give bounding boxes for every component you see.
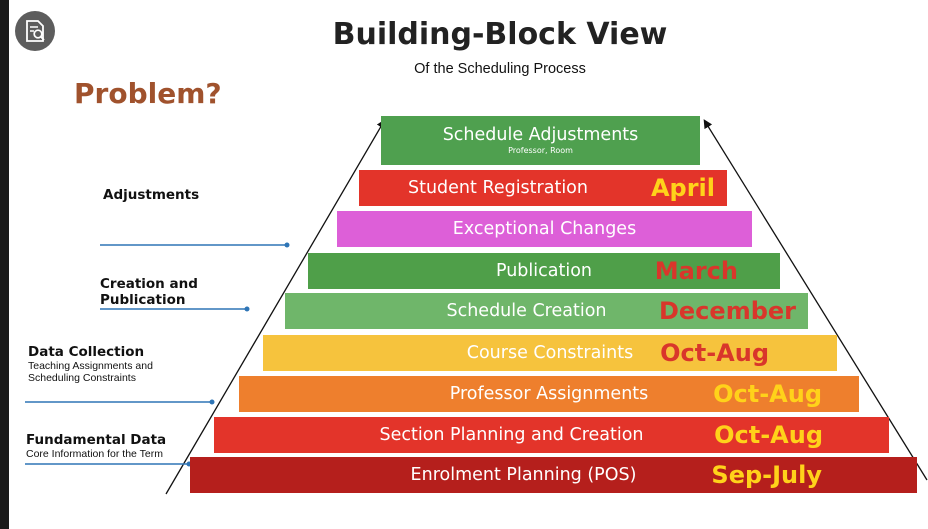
block-label: Enrolment Planning (POS) bbox=[410, 464, 637, 485]
block-date: Sep-July bbox=[711, 461, 822, 489]
label-data-collection: Data Collection bbox=[28, 344, 145, 360]
pyramid-right-edge bbox=[703, 119, 928, 481]
block-label: Professor Assignments bbox=[449, 383, 649, 404]
diagram-title: Building-Block View bbox=[332, 17, 668, 52]
block-student-registration: Student Registration April bbox=[359, 170, 727, 206]
label-data-collection-sub1: Teaching Assignments and bbox=[28, 360, 153, 372]
divider-dot-adjustments bbox=[284, 242, 290, 248]
block-enrolment-planning: Enrolment Planning (POS) Sep-July bbox=[190, 457, 917, 493]
label-creation-line1: Creation and bbox=[100, 276, 198, 292]
block-section-planning: Section Planning and Creation Oct-Aug bbox=[214, 417, 889, 453]
block-date: April bbox=[650, 174, 715, 202]
block-date: Oct-Aug bbox=[714, 421, 823, 449]
block-date: Oct-Aug bbox=[713, 380, 822, 408]
label-fundamental-sub: Core Information for the Term bbox=[26, 448, 163, 460]
block-schedule-adjustments: Schedule Adjustments Professor, Room bbox=[381, 116, 700, 165]
quick-view-button[interactable] bbox=[15, 11, 55, 51]
label-adjustments: Adjustments bbox=[103, 187, 200, 203]
problem-label: Problem? bbox=[74, 77, 222, 110]
block-date: December bbox=[658, 297, 796, 325]
label-creation-line2: Publication bbox=[100, 292, 186, 308]
block-professor-assignments: Professor Assignments Oct-Aug bbox=[239, 376, 859, 412]
divider-dot-data-collection bbox=[209, 399, 215, 405]
block-date: March bbox=[654, 257, 738, 285]
block-label: Exceptional Changes bbox=[452, 218, 637, 239]
pyramid-left-edge bbox=[165, 119, 386, 495]
block-label: Schedule Creation bbox=[446, 300, 607, 321]
block-label: Section Planning and Creation bbox=[379, 424, 644, 445]
block-schedule-creation: Schedule Creation December bbox=[285, 293, 808, 329]
label-data-collection-sub2: Scheduling Constraints bbox=[28, 372, 136, 384]
block-date: Oct-Aug bbox=[660, 339, 769, 367]
label-fundamental-data: Fundamental Data bbox=[26, 432, 167, 448]
left-edge-bar bbox=[0, 0, 9, 529]
block-label: Student Registration bbox=[408, 177, 588, 198]
block-label: Schedule Adjustments bbox=[442, 124, 639, 145]
block-course-constraints: Course Constraints Oct-Aug bbox=[263, 335, 837, 371]
document-search-icon bbox=[26, 20, 45, 42]
block-publication: Publication March bbox=[308, 253, 780, 289]
block-label: Course Constraints bbox=[466, 342, 634, 363]
block-exceptional-changes: Exceptional Changes bbox=[337, 211, 752, 247]
block-sublabel: Professor, Room bbox=[508, 145, 573, 155]
diagram-subtitle: Of the Scheduling Process bbox=[414, 61, 586, 77]
block-label: Publication bbox=[495, 260, 593, 281]
divider-dot-creation bbox=[244, 306, 250, 312]
